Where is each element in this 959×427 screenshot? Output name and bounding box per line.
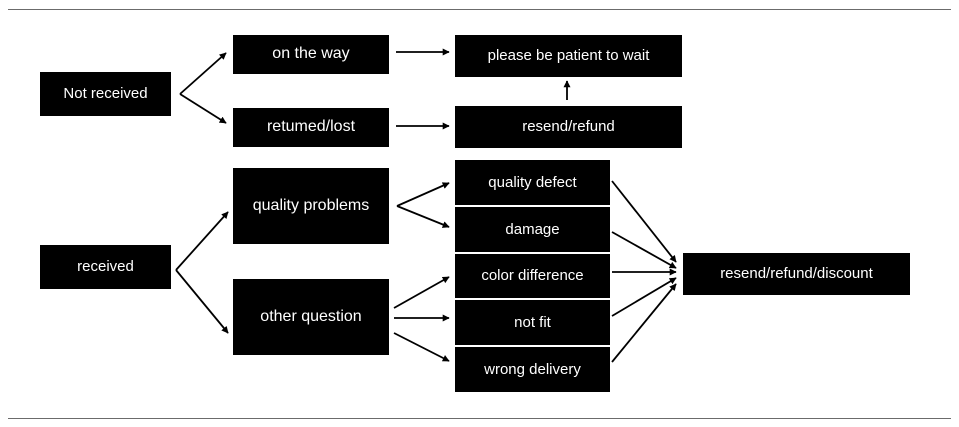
node-quality-problems: quality problems bbox=[233, 168, 389, 244]
arrow-received-to-quality-problems bbox=[175, 211, 229, 271]
arrow-wrong-delivery-to-outcome bbox=[611, 283, 677, 363]
node-quality-defect: quality defect bbox=[455, 160, 610, 205]
arrow-not-received-to-on-the-way bbox=[179, 52, 227, 95]
arrow-not-fit-to-outcome bbox=[611, 277, 677, 317]
top-divider bbox=[8, 9, 951, 10]
arrow-damage-to-outcome bbox=[611, 231, 677, 269]
node-other-question: other question bbox=[233, 279, 389, 355]
arrow-quality-defect-to-outcome bbox=[611, 180, 677, 263]
node-color-difference: color difference bbox=[455, 254, 610, 298]
node-returned-lost: retumed/lost bbox=[233, 108, 389, 147]
arrow-quality-problems-to-damage bbox=[396, 205, 450, 228]
arrow-quality-problems-to-quality-defect bbox=[396, 182, 450, 207]
arrow-other-question-to-color-difference bbox=[393, 276, 450, 309]
node-damage: damage bbox=[455, 207, 610, 252]
node-resend-refund: resend/refund bbox=[455, 106, 682, 148]
node-on-the-way: on the way bbox=[233, 35, 389, 74]
node-not-fit: not fit bbox=[455, 300, 610, 345]
node-not-received: Not received bbox=[40, 72, 171, 116]
arrow-not-received-to-returned-lost bbox=[179, 93, 227, 124]
node-please-wait: please be patient to wait bbox=[455, 35, 682, 77]
node-wrong-delivery: wrong delivery bbox=[455, 347, 610, 392]
bottom-divider bbox=[8, 418, 951, 419]
arrow-other-question-to-wrong-delivery bbox=[393, 332, 450, 362]
node-received: received bbox=[40, 245, 171, 289]
arrow-received-to-other-question bbox=[175, 269, 229, 334]
node-resend-refund-discount: resend/refund/discount bbox=[683, 253, 910, 295]
